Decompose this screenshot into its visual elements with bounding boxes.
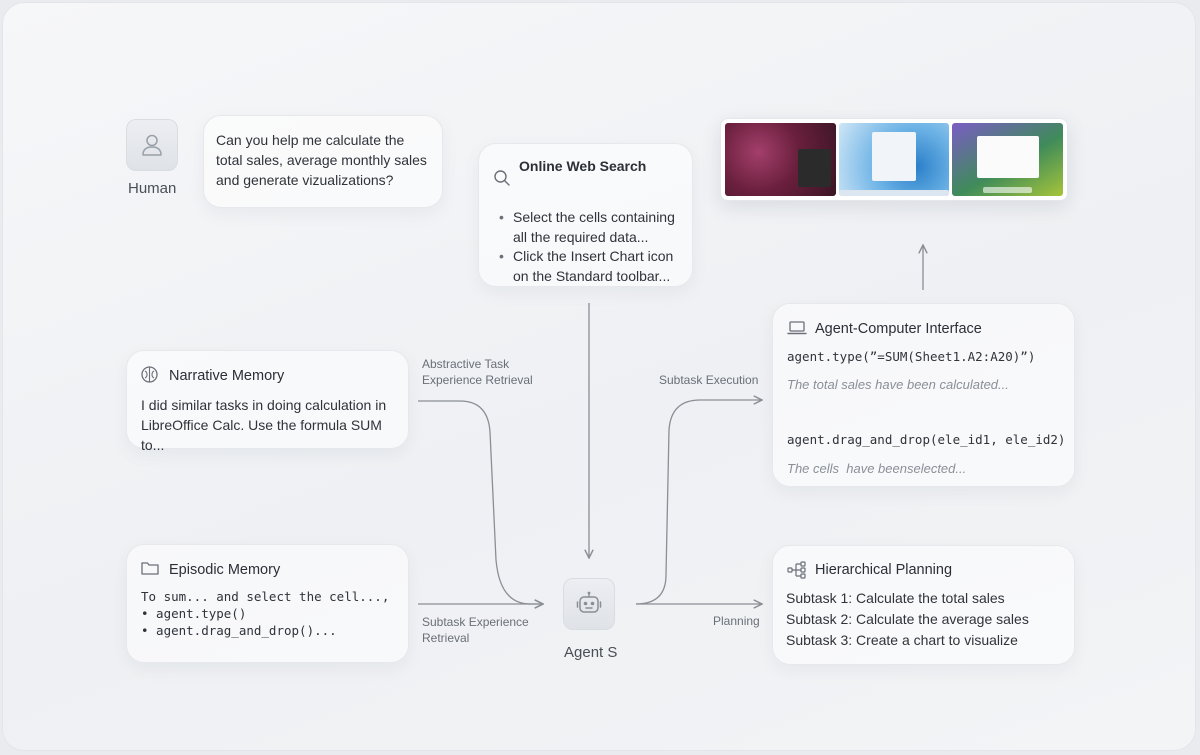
search-icon [493, 169, 511, 187]
aci-title: Agent-Computer Interface [815, 321, 982, 337]
folder-icon [141, 561, 159, 576]
brain-icon [140, 365, 159, 384]
edge-label-planning: Planning [713, 614, 760, 628]
macos-screenshot [952, 123, 1064, 196]
human-message-text: Can you help me calculate the total sale… [216, 132, 427, 188]
subtask-item: Subtask 2: Calculate the average sales [786, 611, 1029, 627]
episodic-memory-title: Episodic Memory [169, 562, 281, 578]
narrative-memory-title: Narrative Memory [169, 368, 285, 384]
episodic-memory-card: Episodic Memory To sum... and select the… [126, 544, 409, 663]
subtask-item: Subtask 1: Calculate the total sales [786, 590, 1005, 606]
aci-card: Agent-Computer Interface agent.type(”=SU… [772, 303, 1075, 487]
aci-code-drag: agent.drag_and_drop(ele_id1, ele_id2) [787, 432, 1066, 447]
agent-s-node [563, 578, 615, 630]
web-search-card: Online Web Search Select the cells conta… [478, 143, 693, 287]
hierarchy-icon [787, 561, 807, 579]
human-message-bubble: Can you help me calculate the total sale… [203, 115, 443, 208]
narrative-memory-card: Narrative Memory I did similar tasks in … [126, 350, 409, 453]
ubuntu-screenshot [725, 123, 836, 196]
edge-label-subtask-execution: Subtask Execution [659, 373, 759, 387]
narrative-memory-text: I did similar tasks in doing calculation… [141, 397, 387, 453]
edge-label-subtask-experience: Subtask Experience Retrieval [422, 615, 529, 645]
episodic-memory-line: To sum... and select the cell..., [141, 589, 390, 604]
episodic-memory-line: • agent.type() [141, 606, 247, 621]
web-search-title: Online Web Search [519, 158, 647, 174]
aci-result-type: The total sales have been calculated... [787, 377, 1009, 392]
edge-label-abstractive: Abstractive Task Experience Retrieval [422, 357, 533, 387]
human-avatar [126, 119, 178, 171]
agent-s-label: Agent S [564, 644, 618, 661]
hierarchical-planning-title: Hierarchical Planning [815, 562, 953, 578]
aci-result-drag: The cells have beenselected... [787, 461, 967, 476]
os-screenshots [720, 118, 1068, 201]
aci-code-type: agent.type(”=SUM(Sheet1.A2:A20)”) [787, 349, 1036, 364]
hierarchical-planning-card: Hierarchical Planning Subtask 1: Calcula… [772, 545, 1075, 665]
laptop-icon [787, 321, 807, 335]
human-label: Human [128, 180, 177, 197]
subtask-item: Subtask 3: Create a chart to visualize [786, 632, 1018, 648]
windows-screenshot [838, 123, 950, 196]
web-search-bullet: Select the cells containing all the requ… [499, 208, 687, 247]
robot-icon [576, 591, 602, 617]
web-search-bullet: Click the Insert Chart icon on the Stand… [499, 247, 687, 286]
web-search-bullets: Select the cells containing all the requ… [499, 208, 687, 286]
episodic-memory-line: • agent.drag_and_drop()... [141, 623, 337, 638]
user-icon [141, 133, 163, 157]
